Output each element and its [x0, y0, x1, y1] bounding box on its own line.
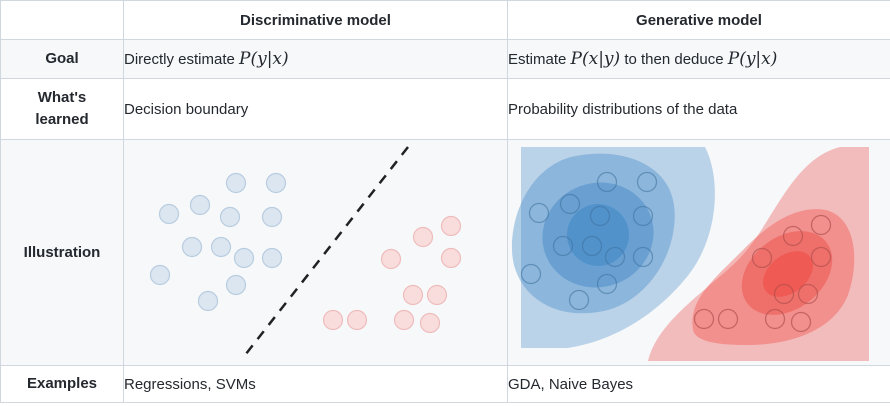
row-label-learned-line1: What's	[37, 89, 87, 106]
blue-point	[225, 172, 247, 194]
red-point	[764, 308, 786, 330]
header-row: Discriminative model Generative model	[0, 0, 890, 40]
goal-gen-text-a: Estimate	[508, 51, 571, 68]
blue-point	[596, 171, 618, 193]
red-point	[380, 248, 402, 270]
goal-generative: Estimate P(x|y) to then deduce P(y|x)	[507, 39, 890, 79]
learned-discriminative: Decision boundary	[123, 78, 508, 140]
blue-point	[265, 172, 287, 194]
blue-point	[596, 273, 618, 295]
blue-point	[589, 205, 611, 227]
blue-point	[568, 289, 590, 311]
header-discriminative: Discriminative model	[123, 0, 508, 40]
goal-gen-math-a: P(x|y)	[570, 49, 621, 69]
header-generative: Generative model	[507, 0, 890, 40]
learned-generative: Probability distributions of the data	[507, 78, 890, 140]
red-point	[790, 311, 812, 333]
discriminative-illustration	[149, 146, 462, 360]
red-point	[751, 247, 773, 269]
illustration-generative	[507, 139, 890, 366]
blue-point	[559, 193, 581, 215]
blue-point	[520, 263, 542, 285]
red-point	[346, 309, 368, 331]
row-learned: What's learned Decision boundary Probabi…	[0, 78, 890, 140]
red-point	[440, 247, 462, 269]
goal-disc-text: Directly estimate	[124, 51, 240, 68]
red-point	[773, 283, 795, 305]
blue-class-points	[149, 172, 287, 312]
red-point	[419, 312, 441, 334]
red-point	[717, 308, 739, 330]
red-contour-level-1	[648, 147, 869, 361]
blue-point	[261, 206, 283, 228]
row-label-examples: Examples	[0, 365, 124, 403]
red-point	[393, 309, 415, 331]
blue-point	[632, 246, 654, 268]
generative-illustration	[511, 147, 869, 361]
row-label-learned-line2: learned	[35, 111, 89, 128]
blue-point	[261, 247, 283, 269]
blue-point	[233, 247, 255, 269]
red-point	[797, 283, 819, 305]
blue-point	[581, 235, 603, 257]
row-goal: Goal Directly estimate P(y|x) Estimate P…	[0, 39, 890, 79]
blue-point	[528, 202, 550, 224]
blue-point	[197, 290, 219, 312]
blue-point	[181, 236, 203, 258]
red-point	[426, 284, 448, 306]
blue-point	[158, 203, 180, 225]
examples-generative: GDA, Naive Bayes	[507, 365, 890, 403]
examples-discriminative: Regressions, SVMs	[123, 365, 508, 403]
red-point	[322, 309, 344, 331]
blue-point	[189, 194, 211, 216]
blue-point	[632, 205, 654, 227]
blue-point	[149, 264, 171, 286]
red-point	[810, 246, 832, 268]
header-corner	[0, 0, 124, 40]
red-point	[782, 225, 804, 247]
red-point	[693, 308, 715, 330]
goal-discriminative: Directly estimate P(y|x)	[123, 39, 508, 79]
goal-disc-math: P(y|x)	[239, 49, 289, 69]
row-examples: Examples Regressions, SVMs GDA, Naive Ba…	[0, 365, 890, 403]
goal-gen-math-b: P(y|x)	[727, 49, 778, 69]
blue-point	[225, 274, 247, 296]
goal-gen-text-b: to then deduce	[620, 51, 728, 68]
blue-point	[210, 236, 232, 258]
blue-point	[636, 171, 658, 193]
red-class-points	[693, 214, 832, 333]
red-point	[810, 214, 832, 236]
red-point	[412, 226, 434, 248]
row-label-learned: What's learned	[0, 78, 124, 140]
blue-point	[219, 206, 241, 228]
blue-contour-level-4	[567, 204, 629, 266]
blue-class-points	[520, 171, 658, 311]
red-class-points	[322, 215, 462, 334]
blue-point	[552, 235, 574, 257]
illustration-discriminative	[123, 139, 508, 366]
row-illustration: Illustration	[0, 139, 890, 366]
decision-boundary	[241, 146, 409, 360]
red-contour-level-4	[763, 251, 813, 297]
red-point	[440, 215, 462, 237]
row-label-illustration: Illustration	[0, 139, 124, 366]
row-label-goal: Goal	[0, 39, 124, 79]
red-point	[402, 284, 424, 306]
blue-point	[604, 246, 626, 268]
